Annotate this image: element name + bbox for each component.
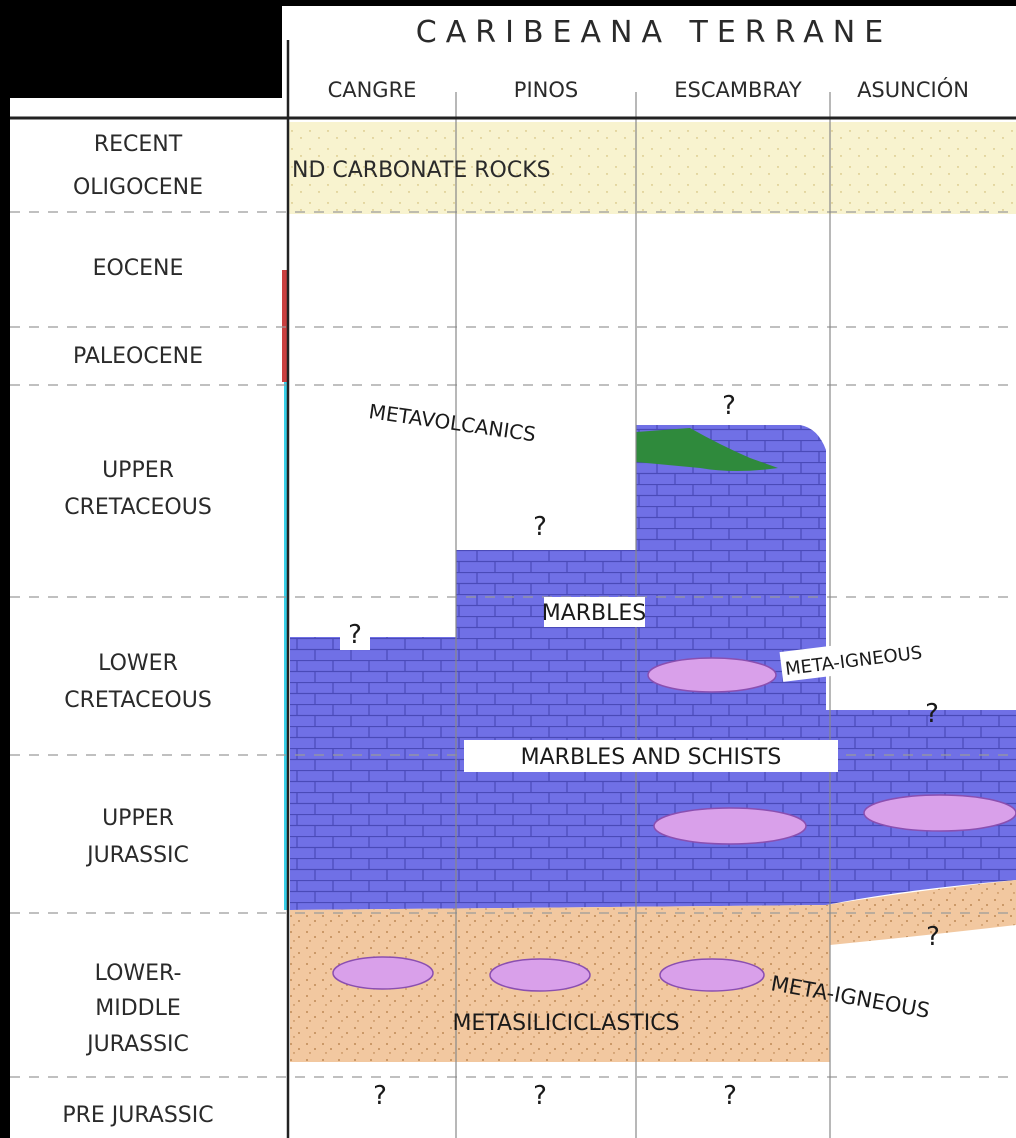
terrane-title: CARIBEANA TERRANE xyxy=(416,15,892,50)
age-label: LOWER- xyxy=(95,961,182,986)
meta-igneous-lens xyxy=(660,959,764,991)
age-label: CRETACEOUS xyxy=(64,688,212,713)
question-mark: ? xyxy=(373,1081,387,1111)
meta-igneous-lens xyxy=(490,959,590,991)
column-header: CANGRE xyxy=(328,78,417,102)
metasiliciclastics-label: METASILICICLASTICS xyxy=(452,1011,679,1036)
meta-igneous-lens xyxy=(333,957,433,989)
age-label: JURASSIC xyxy=(85,843,189,868)
question-mark: ? xyxy=(926,922,940,952)
marbles-schists-label: MARBLES AND SCHISTS xyxy=(521,745,782,770)
meta-igneous-lens xyxy=(864,795,1016,831)
column-header: PINOS xyxy=(514,78,578,102)
question-mark: ? xyxy=(348,620,362,650)
question-mark: ? xyxy=(925,699,939,729)
age-label: PALEOCENE xyxy=(73,344,203,369)
question-mark: ? xyxy=(533,512,547,542)
age-label: OLIGOCENE xyxy=(73,175,203,200)
age-label: MIDDLE xyxy=(95,996,181,1021)
question-mark: ? xyxy=(533,1081,547,1111)
age-label: RECENT xyxy=(94,132,183,157)
age-label: CRETACEOUS xyxy=(64,495,212,520)
carbonate-rocks-label: ND CARBONATE ROCKS xyxy=(292,158,551,183)
marbles-label: MARBLES xyxy=(542,601,647,626)
meta-igneous-lens xyxy=(654,808,806,844)
age-label: JURASSIC xyxy=(85,1032,189,1057)
column-header: ESCAMBRAY xyxy=(674,78,802,102)
age-label: LOWER xyxy=(98,651,178,676)
meta-igneous-lens xyxy=(648,658,776,692)
age-label: UPPER xyxy=(102,458,174,483)
age-label: EOCENE xyxy=(93,256,184,281)
age-label: UPPER xyxy=(102,806,174,831)
column-header: ASUNCIÓN xyxy=(857,77,969,102)
question-mark: ? xyxy=(723,1081,737,1111)
age-label: PRE JURASSIC xyxy=(62,1103,213,1128)
question-mark: ? xyxy=(722,391,736,421)
